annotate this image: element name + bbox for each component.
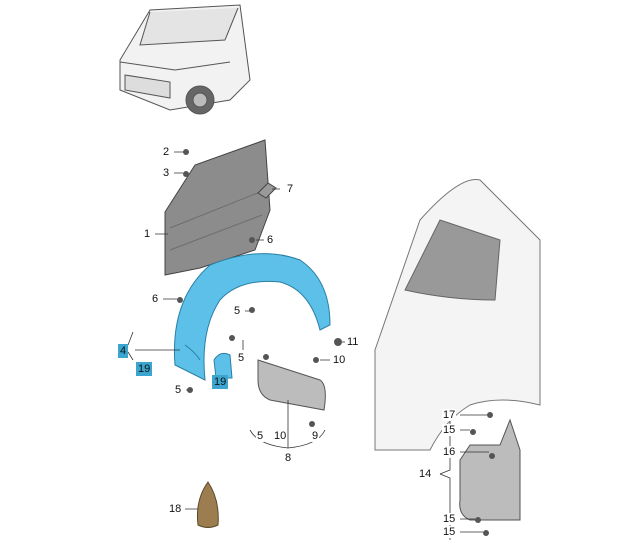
callout-2[interactable]: 2 [162, 146, 171, 158]
callout-10[interactable]: 10 [273, 430, 288, 442]
callout-7[interactable]: 7 [286, 183, 295, 195]
bracket [257, 182, 277, 199]
rear-body-panel [374, 179, 541, 451]
callout-10[interactable]: 10 [332, 354, 347, 366]
vehicle-thumbnail [119, 4, 251, 115]
fender-panel [164, 139, 271, 276]
callout-9[interactable]: 9 [311, 430, 320, 442]
callout-5[interactable]: 5 [237, 352, 246, 364]
callout-18[interactable]: 18 [168, 503, 183, 515]
front-mud-flap [257, 359, 326, 411]
callout-4-highlighted[interactable]: 4 [118, 344, 129, 358]
wheel-housing-liner [173, 253, 331, 381]
callout-15[interactable]: 15 [442, 424, 457, 436]
leader-lines [127, 151, 489, 540]
callout-16[interactable]: 16 [442, 446, 457, 458]
callout-19-highlighted[interactable]: 19 [136, 362, 153, 376]
callout-11[interactable]: 11 [346, 336, 360, 348]
callout-15[interactable]: 15 [442, 526, 457, 538]
callout-14[interactable]: 14 [418, 468, 433, 480]
rear-mud-flap [459, 418, 521, 521]
callout-5[interactable]: 5 [256, 430, 265, 442]
cover-cap [213, 352, 233, 379]
bag [197, 481, 219, 528]
fasteners [177, 149, 495, 536]
callout-5[interactable]: 5 [233, 305, 242, 317]
callout-3[interactable]: 3 [162, 167, 171, 179]
callout-19-highlighted[interactable]: 19 [212, 375, 229, 389]
callout-8[interactable]: 8 [284, 452, 293, 464]
callout-17[interactable]: 17 [442, 409, 457, 421]
callout-5[interactable]: 5 [174, 384, 183, 396]
callout-1[interactable]: 1 [143, 228, 152, 240]
callout-6[interactable]: 6 [266, 234, 275, 246]
callout-6[interactable]: 6 [151, 293, 160, 305]
callout-15[interactable]: 15 [442, 513, 457, 525]
